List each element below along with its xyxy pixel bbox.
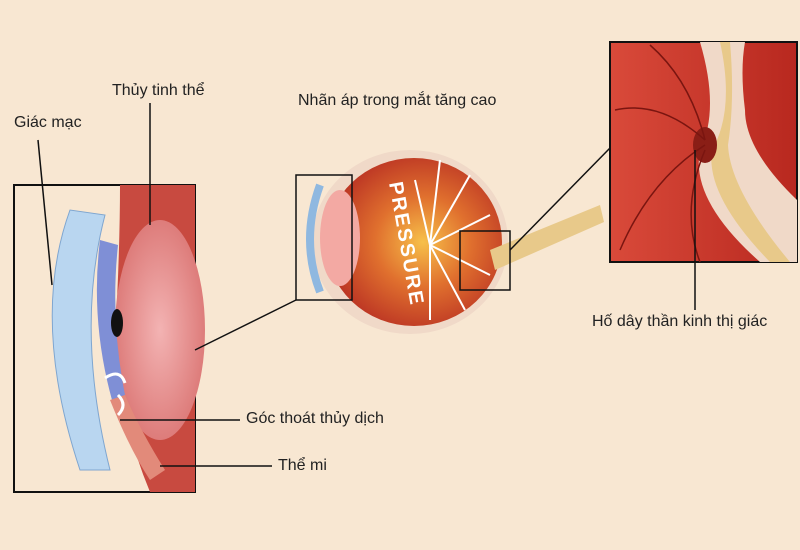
lens [115, 220, 205, 440]
label-title: Nhãn áp trong mắt tăng cao [298, 92, 497, 109]
anterior-chamber-detail [13, 184, 205, 493]
label-optic-cup: Hố dây thần kinh thị giác [592, 313, 768, 330]
label-cornea: Giác mạc [14, 114, 82, 131]
nerve-detail-box [459, 230, 511, 291]
label-ciliary-body: Thể mi [278, 457, 327, 474]
ciliary-body [110, 395, 165, 480]
connector-lines [37, 103, 696, 467]
lens [320, 190, 360, 286]
cornea [51, 209, 111, 471]
iris [96, 240, 125, 400]
eyeball [295, 150, 604, 334]
optic-nerve-detail [609, 41, 798, 263]
optic-nerve [490, 205, 604, 270]
label-lens: Thủy tinh thể [112, 82, 205, 99]
label-drainage-angle: Góc thoát thủy dịch [246, 410, 384, 427]
front-detail-box [295, 174, 353, 301]
